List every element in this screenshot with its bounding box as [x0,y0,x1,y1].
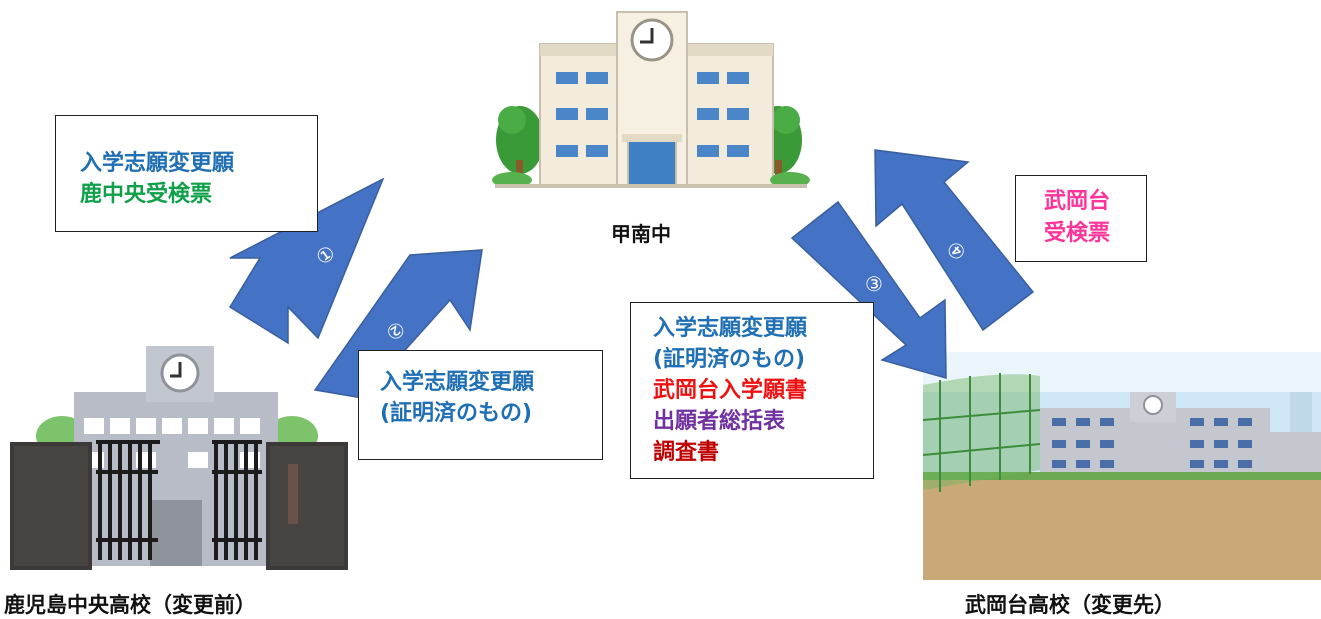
middle-school-illustration [492,11,810,188]
tree-icon [772,106,800,134]
arrow-step4 [874,149,1035,332]
middle-school-label: 甲南中 [611,222,671,246]
clock-icon [1143,395,1163,415]
step4-documents-box: 武岡台 受検票 [1015,175,1147,262]
tree-trunk [775,160,782,186]
step3-item-certified: (証明済のもの) [653,347,806,372]
step3-item-report: 調査書 [653,440,720,465]
step2-item-change-request: 入学志願変更願 [380,370,535,395]
arrow-step3-shape [790,200,947,379]
step4-item-school: 武岡台 [1044,189,1111,214]
step3-item-summary-sheet: 出願者総括表 [653,409,786,434]
step3-item-change-request: 入学志願変更願 [653,316,808,341]
before-school-label: 鹿児島中央高校（変更前） [4,593,256,617]
step1-documents-box: 入学志願変更願 鹿中央受検票 [55,115,318,232]
step1-item-exam-ticket: 鹿中央受検票 [80,182,213,207]
kagoshima-chuo-school-illustration [10,346,348,570]
step3-documents-box: 入学志願変更願 (証明済のもの) 武岡台入学願書 出願者総括表 調査書 [630,302,874,479]
schoolyard [923,480,1321,580]
arrow-step4-shape [874,149,1035,332]
step2-item-certified: (証明済のもの) [380,401,533,426]
step1-item-change-request: 入学志願変更願 [80,151,235,176]
tree-icon [498,106,526,134]
step2-documents-box: 入学志願変更願 (証明済のもの) [358,350,603,460]
takeokadai-school-illustration [922,352,1321,580]
gate-icon [96,440,262,560]
step3-item-application: 武岡台入学願書 [653,378,808,403]
after-school-label: 武岡台高校（変更先） [965,593,1175,617]
arrow-step3 [790,200,947,379]
step4-item-exam-ticket: 受検票 [1044,221,1111,246]
arrow-step3-label: ③ [865,272,883,296]
